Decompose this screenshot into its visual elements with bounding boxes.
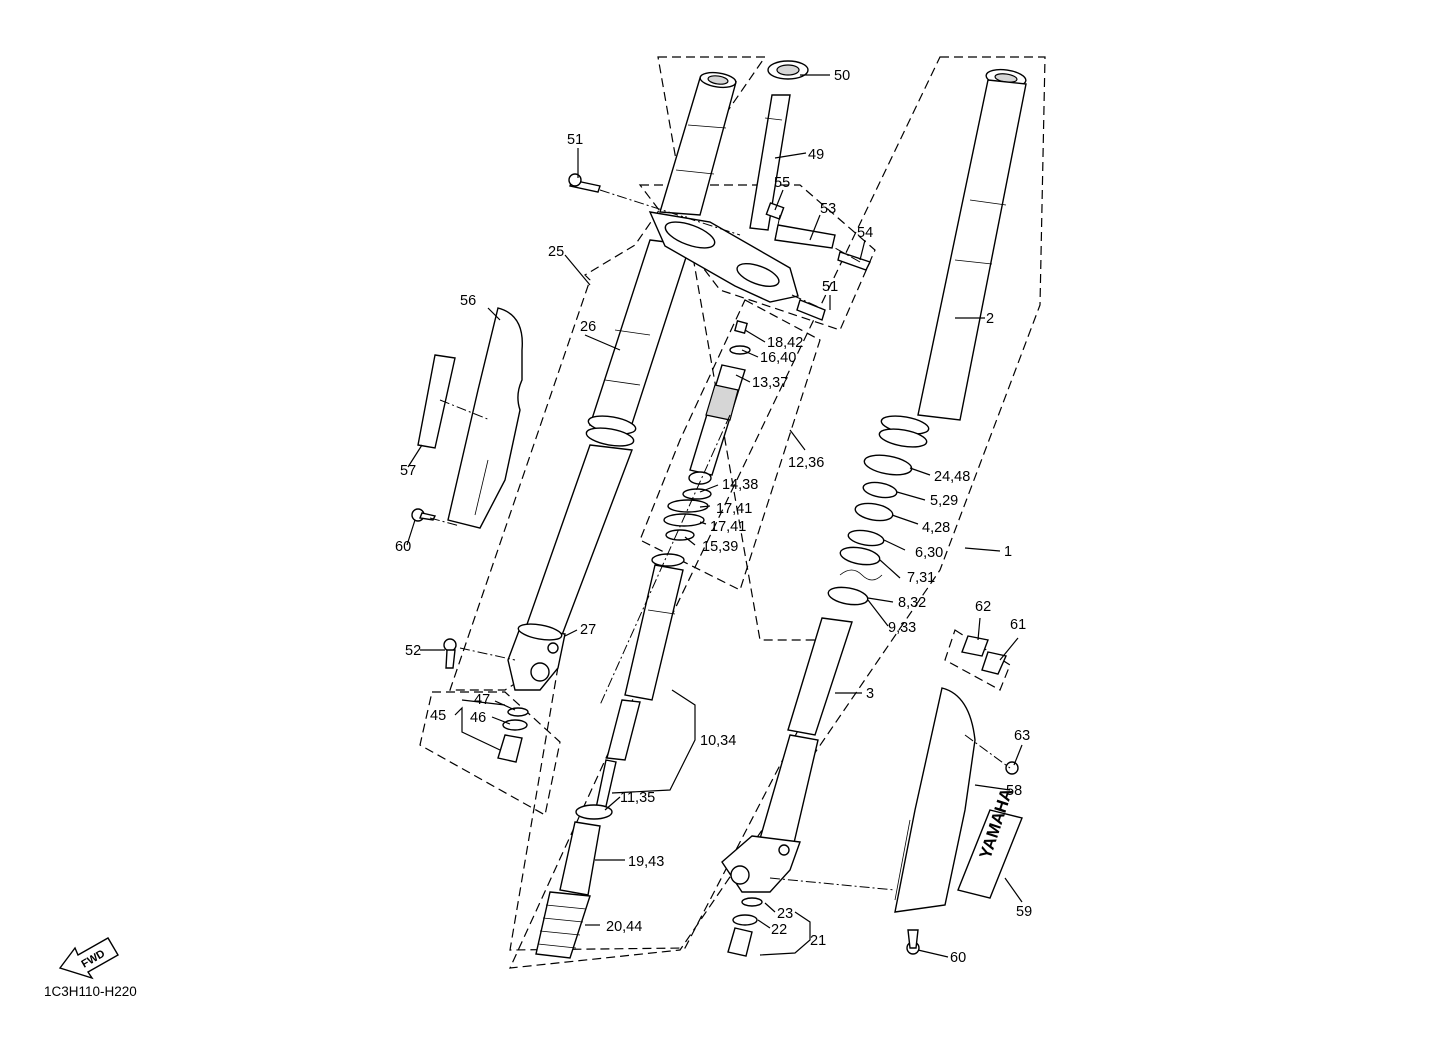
callout-27: 27 bbox=[580, 622, 596, 638]
callout-60a: 60 bbox=[395, 539, 411, 555]
callout-18-42: 18,42 bbox=[767, 335, 803, 351]
callout-3: 3 bbox=[866, 686, 874, 702]
callout-53: 53 bbox=[820, 201, 836, 217]
callout-59: 59 bbox=[1016, 904, 1032, 920]
callout-12-36: 12,36 bbox=[788, 455, 824, 471]
callout-24-48: 24,48 bbox=[934, 469, 970, 485]
upper-clamp-assembly bbox=[648, 60, 809, 303]
callout-61: 61 bbox=[1010, 617, 1026, 633]
callout-54: 54 bbox=[857, 225, 873, 241]
right-fork-assembly bbox=[721, 68, 1027, 893]
callout-55: 55 bbox=[774, 175, 790, 191]
callout-45: 45 bbox=[430, 708, 446, 724]
callout-62: 62 bbox=[975, 599, 991, 615]
callout-26: 26 bbox=[580, 319, 596, 335]
callout-47: 47 bbox=[474, 692, 490, 708]
callout-4-28: 4,28 bbox=[922, 520, 950, 536]
callout-10-34: 10,34 bbox=[700, 733, 736, 749]
callout-5-29: 5,29 bbox=[930, 493, 958, 509]
callout-13-37: 13,37 bbox=[752, 375, 788, 391]
damper-cartridge bbox=[663, 320, 751, 541]
callout-51b: 51 bbox=[822, 279, 838, 295]
callout-17-41b: 17,41 bbox=[710, 519, 746, 535]
callout-17-41a: 17,41 bbox=[716, 501, 752, 517]
callout-15-39: 15,39 bbox=[702, 539, 738, 555]
callout-51a: 51 bbox=[567, 132, 583, 148]
callout-63: 63 bbox=[1014, 728, 1030, 744]
callout-8-32: 8,32 bbox=[898, 595, 926, 611]
left-fork-group-boundary bbox=[449, 56, 846, 951]
callout-46: 46 bbox=[470, 710, 486, 726]
callout-2: 2 bbox=[986, 311, 994, 327]
fwd-arrow-icon: FWD bbox=[58, 937, 119, 980]
damper-rod-assembly bbox=[535, 553, 685, 959]
leader-lines bbox=[406, 74, 1023, 958]
left-fork-guard bbox=[411, 307, 523, 529]
callout-58: 58 bbox=[1006, 783, 1022, 799]
bolt-45 bbox=[497, 707, 529, 763]
left-fork-assembly bbox=[507, 71, 737, 691]
callout-1: 1 bbox=[1004, 544, 1012, 560]
callout-25: 25 bbox=[548, 244, 564, 260]
callout-9-33: 9,33 bbox=[888, 620, 916, 636]
bolt-group-45-boundary bbox=[419, 691, 561, 816]
callout-7-31: 7,31 bbox=[907, 570, 935, 586]
bolt-52 bbox=[443, 638, 457, 669]
callout-60b: 60 bbox=[950, 950, 966, 966]
callout-22: 22 bbox=[771, 922, 787, 938]
diagram-code: 1C3H110-H220 bbox=[44, 984, 137, 999]
callout-50: 50 bbox=[834, 68, 850, 84]
callout-20-44: 20,44 bbox=[606, 919, 642, 935]
callout-labels: 50 49 51 55 53 54 51 25 56 26 18,42 16,4… bbox=[395, 68, 1032, 966]
callout-23: 23 bbox=[777, 906, 793, 922]
cartridge-group-boundary bbox=[639, 299, 821, 591]
callout-11-35: 11,35 bbox=[620, 790, 655, 806]
callout-49: 49 bbox=[808, 147, 824, 163]
callout-6-30: 6,30 bbox=[915, 545, 943, 561]
callout-14-38: 14,38 bbox=[722, 477, 758, 493]
callout-56: 56 bbox=[460, 293, 476, 309]
bolt-21 bbox=[727, 897, 763, 957]
callout-19-43: 19,43 bbox=[628, 854, 664, 870]
callout-21: 21 bbox=[810, 933, 826, 949]
callout-52: 52 bbox=[405, 643, 421, 659]
callout-16-40: 16,40 bbox=[760, 350, 796, 366]
callout-57: 57 bbox=[400, 463, 416, 479]
